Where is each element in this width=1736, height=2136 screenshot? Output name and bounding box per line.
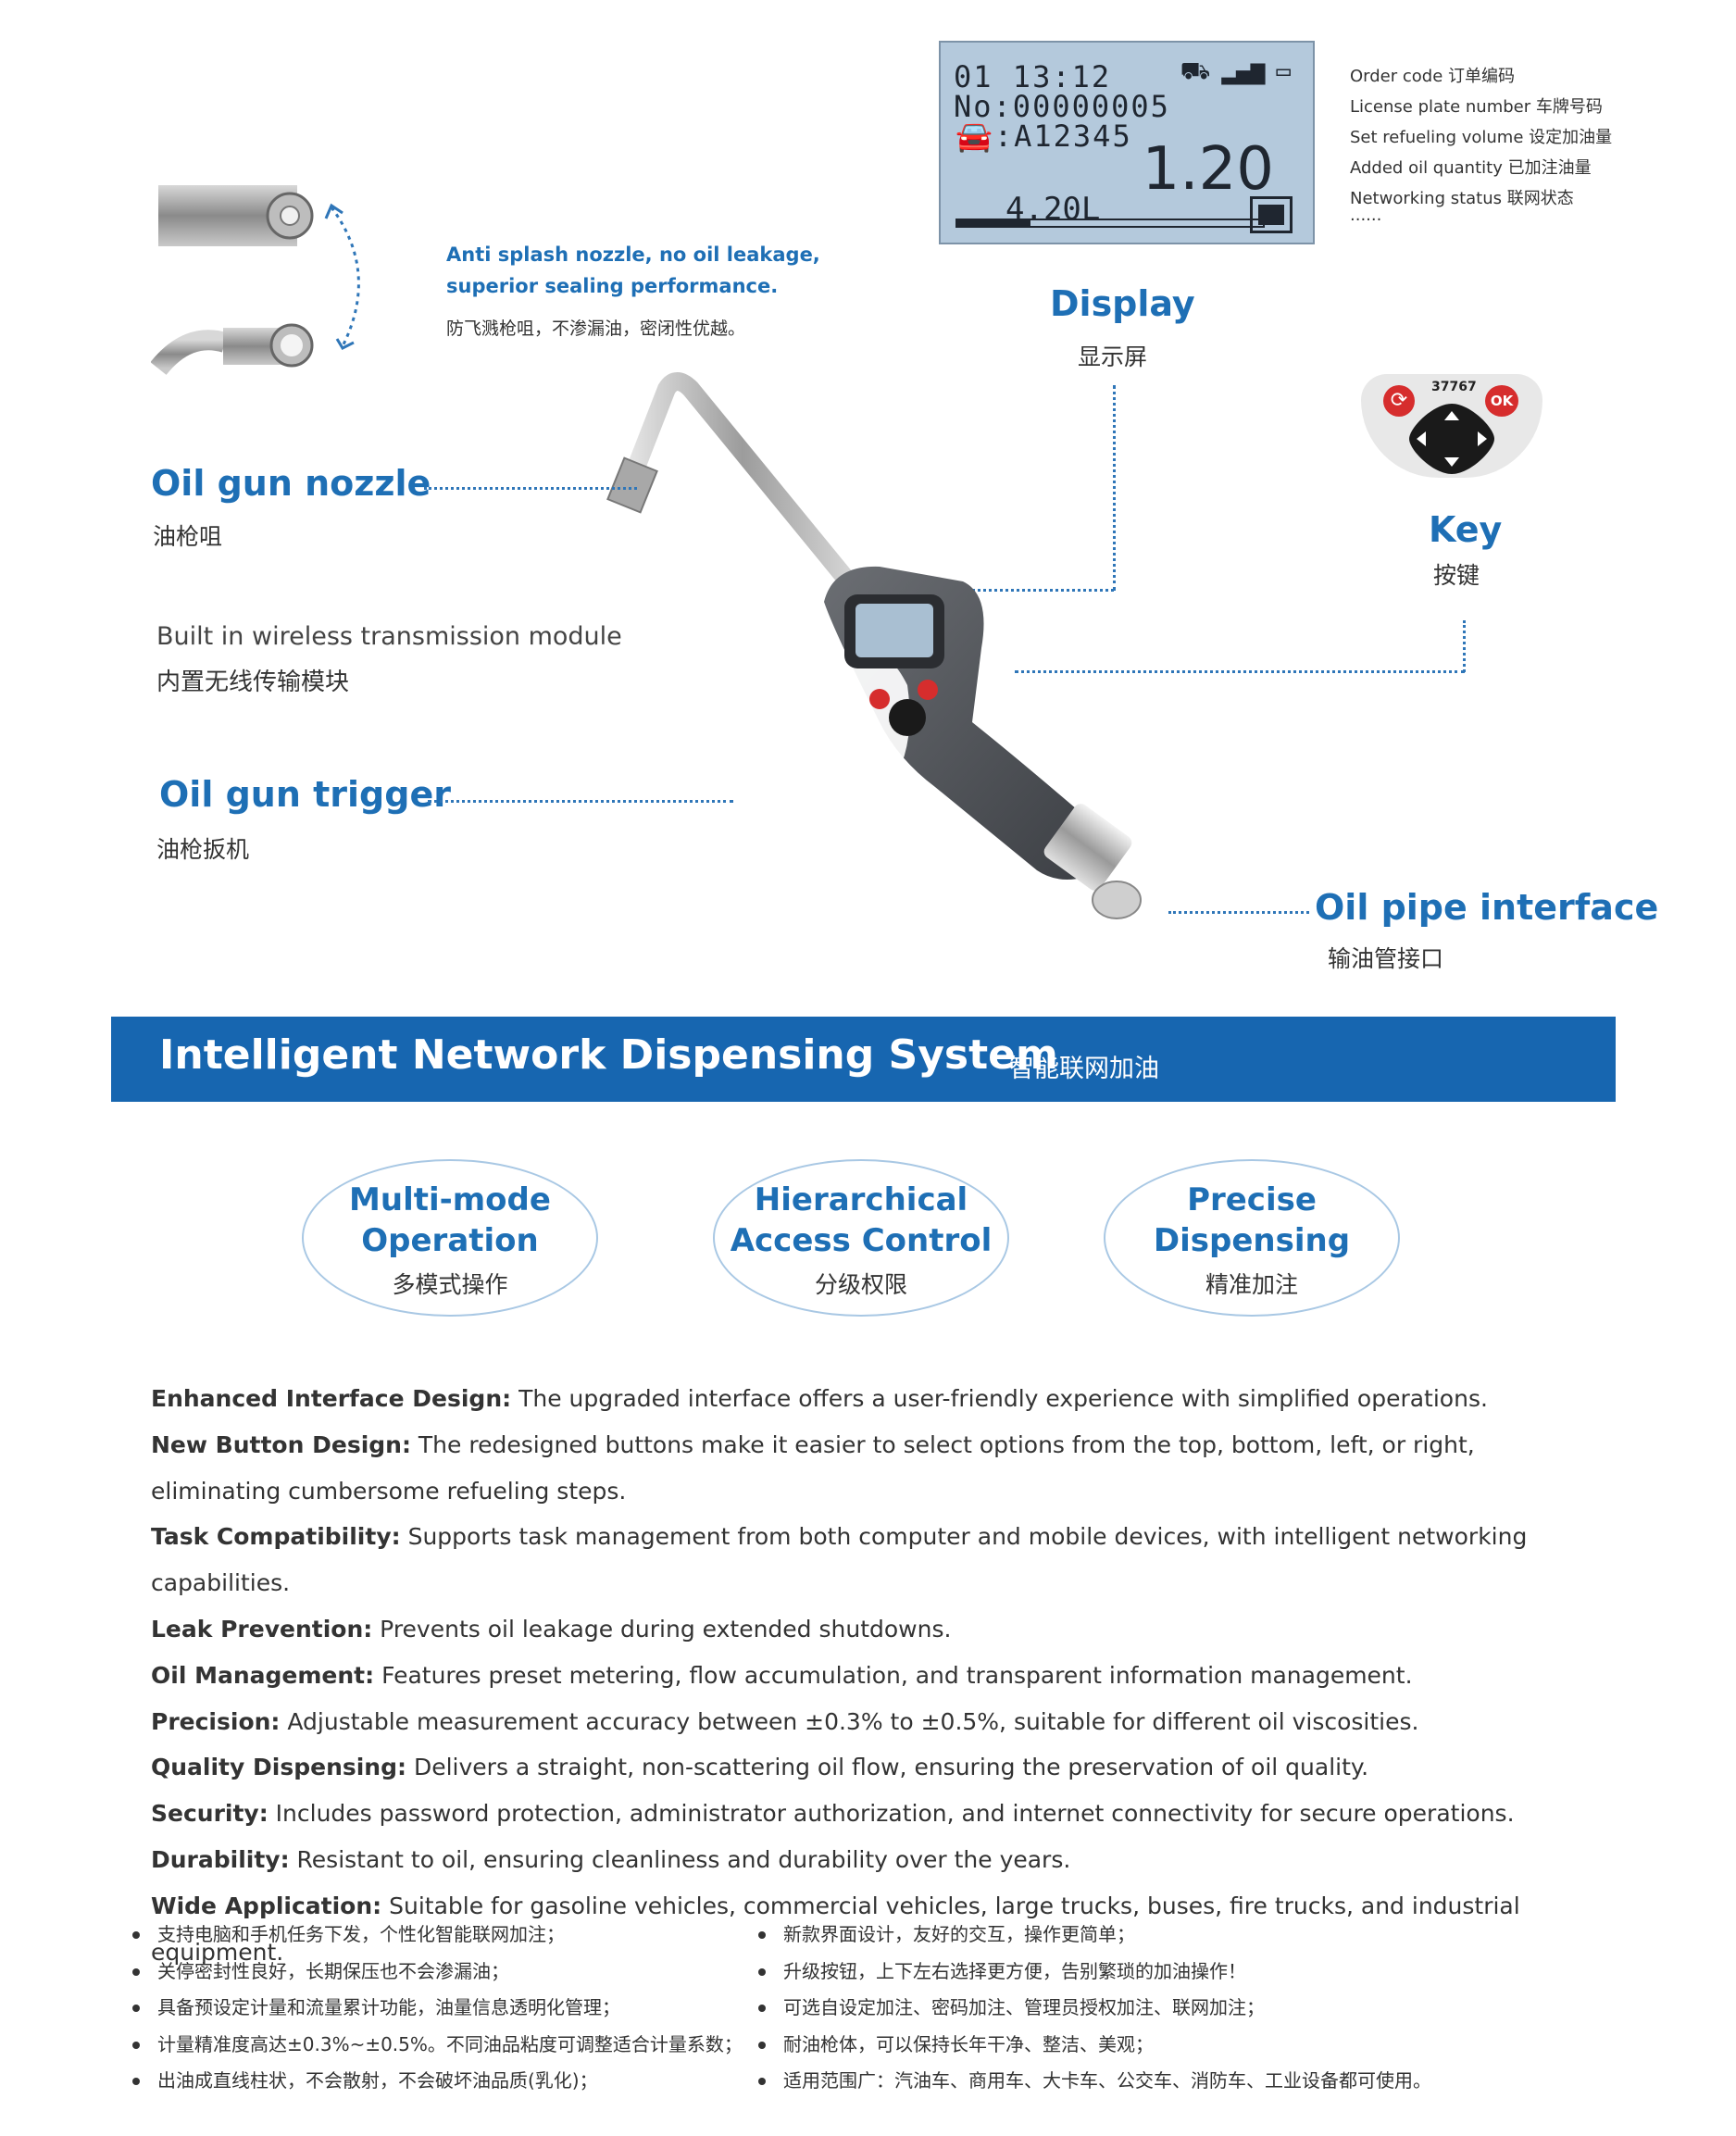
feature-item: Precision: Adjustable measurement accura… bbox=[151, 1707, 1419, 1735]
bullet-item: 计量精准度高达±0.3%~±0.5%。不同油品粘度可调整适合计量系数； bbox=[132, 2027, 743, 2064]
info-item: Networking status 联网状态 bbox=[1350, 189, 1574, 208]
bullet-item: 关停密封性良好，长期保压也不会渗漏油； bbox=[132, 1954, 743, 1991]
keypad-image: ⟳ 37767 OK bbox=[1361, 374, 1542, 478]
lcd-progress-bar bbox=[955, 219, 1265, 228]
bullet-item: 耐油枪体，可以保持长年干净、整洁、美观； bbox=[758, 2027, 1592, 2064]
bullet-item: 出油成直线柱状，不会散射，不会破坏油品质(乳化)； bbox=[132, 2063, 743, 2100]
feature-item: Durability: Resistant to oil, ensuring c… bbox=[151, 1845, 1071, 1873]
info-item: Order code 订单编码 bbox=[1350, 67, 1516, 86]
lcd-status-icons: ⛟ ▂▄▆ ▭ bbox=[1180, 57, 1291, 89]
feature-list: Enhanced Interface Design: The upgraded … bbox=[151, 1376, 1595, 1975]
display-label-cn: 显示屏 bbox=[1078, 344, 1148, 370]
nozzle-detail-image bbox=[150, 100, 336, 415]
feature-item: Oil Management: Features preset metering… bbox=[151, 1661, 1413, 1689]
info-item: Added oil quantity 已加注油量 bbox=[1350, 158, 1592, 178]
lcd-display: 01 13:12 ⛟ ▂▄▆ ▭ No:00000005 🚘:A12345 1.… bbox=[939, 41, 1315, 244]
wireless-label: Built in wireless transmission module bbox=[156, 622, 622, 651]
trigger-label-cn: 油枪扳机 bbox=[156, 836, 250, 863]
lcd-line-order: No:00000005 bbox=[954, 89, 1170, 124]
bullet-item: 支持电脑和手机任务下发，个性化智能联网加注； bbox=[132, 1917, 743, 1954]
truck-icon: ⛟ bbox=[1180, 57, 1211, 85]
key-label-cn: 按键 bbox=[1433, 562, 1480, 589]
lcd-line-plate: 🚘:A12345 bbox=[955, 119, 1132, 154]
car-icon: 🚘 bbox=[955, 119, 994, 154]
pipe-label: Oil pipe interface bbox=[1315, 887, 1659, 928]
display-info-list: Order code 订单编码 License plate number 车牌号… bbox=[1350, 61, 1613, 230]
feature-item: Security: Includes password protection, … bbox=[151, 1800, 1515, 1828]
feature-item: Enhanced Interface Design: The upgraded … bbox=[151, 1385, 1488, 1412]
signal-icon: ▂▄▆ bbox=[1221, 57, 1266, 85]
wireless-label-cn: 内置无线传输模块 bbox=[156, 668, 350, 696]
bullet-item: 新款界面设计，友好的交互，操作更简单； bbox=[758, 1917, 1592, 1954]
bullet-item: 升级按钮，上下左右选择更方便，告别繁琐的加油操作！ bbox=[758, 1954, 1592, 1991]
nozzle-label: Oil gun nozzle bbox=[151, 463, 431, 504]
bullet-list-right: 新款界面设计，友好的交互，操作更简单； 升级按钮，上下左右选择更方便，告别繁琐的… bbox=[758, 1917, 1592, 2100]
rotate-arrow-icon bbox=[324, 203, 360, 350]
bullet-item: 适用范围广：汽油车、商用车、大卡车、公交车、消防车、工业设备都可使用。 bbox=[758, 2063, 1592, 2100]
trigger-label: Oil gun trigger bbox=[159, 774, 451, 815]
nozzle-label-cn: 油枪咀 bbox=[153, 523, 223, 550]
section-banner: Intelligent Network Dispensing System 智能… bbox=[111, 1017, 1616, 1102]
feature-item: Leak Prevention: Prevents oil leakage du… bbox=[151, 1615, 952, 1643]
oil-gun-image bbox=[602, 352, 1176, 954]
bullet-list-left: 支持电脑和手机任务下发，个性化智能联网加注； 关停密封性良好，长期保压也不会渗漏… bbox=[132, 1917, 743, 2100]
banner-title: Intelligent Network Dispensing System bbox=[159, 1031, 1058, 1079]
info-item: ······ bbox=[1350, 210, 1382, 230]
bullet-item: 具备预设定计量和流量累计功能，油量信息透明化管理； bbox=[132, 1990, 743, 2027]
refresh-icon: ⟳ bbox=[1383, 385, 1415, 417]
nozzle-callout-cn: 防飞溅枪咀，不渗漏油，密闭性优越。 bbox=[446, 319, 746, 339]
bullet-item: 可选自设定加注、密码加注、管理员授权加注、联网加注； bbox=[758, 1990, 1592, 2027]
ok-key: OK bbox=[1485, 385, 1518, 417]
banner-subtitle: 智能联网加油 bbox=[1009, 1055, 1159, 1083]
info-item: License plate number 车牌号码 bbox=[1350, 97, 1603, 117]
feature-item: Quality Dispensing: Delivers a straight,… bbox=[151, 1754, 1369, 1781]
feature-item: Task Compatibility: Supports task manage… bbox=[151, 1523, 1528, 1597]
lcd-line-time: 01 13:12 bbox=[954, 59, 1112, 94]
feature-item: New Button Design: The redesigned button… bbox=[151, 1430, 1475, 1505]
key-label: Key bbox=[1429, 509, 1503, 550]
lcd-network-icon bbox=[1250, 196, 1293, 233]
direction-pad-icon bbox=[1405, 400, 1498, 478]
nozzle-callout-en: Anti splash nozzle, no oil leakage, supe… bbox=[446, 244, 820, 297]
lcd-set-volume: 1.20 bbox=[1142, 135, 1275, 204]
pipe-label-cn: 输油管接口 bbox=[1328, 945, 1444, 972]
feature-item: Wide Application: Suitable for gasoline … bbox=[151, 1892, 1520, 1966]
battery-icon: ▭ bbox=[1276, 57, 1291, 85]
keypad-code: 37767 bbox=[1431, 380, 1477, 394]
display-label: Display bbox=[1050, 283, 1195, 324]
info-item: Set refueling volume 设定加油量 bbox=[1350, 128, 1613, 147]
